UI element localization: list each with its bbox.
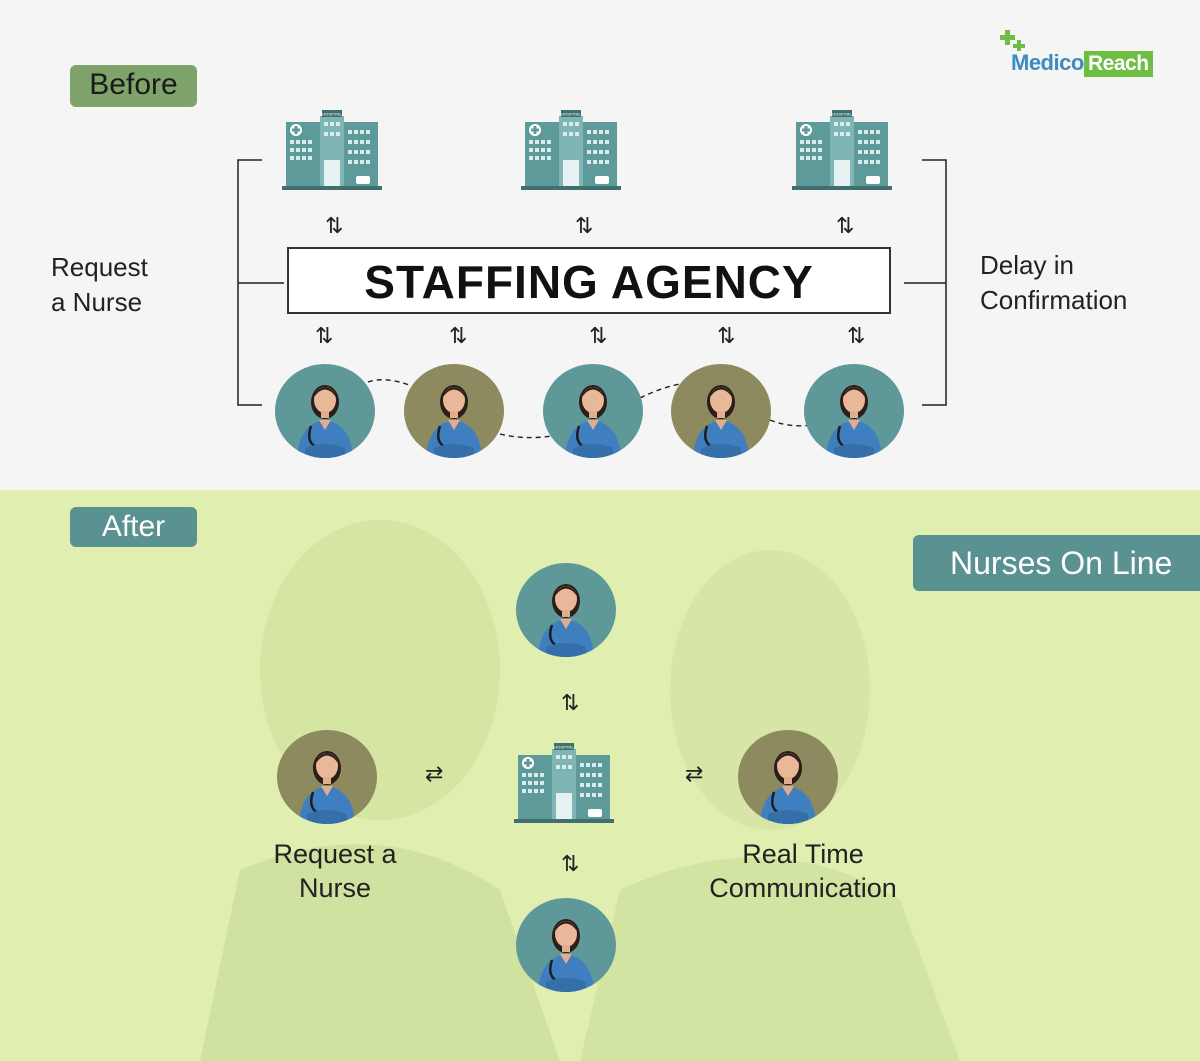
bidirectional-arrow-icon: ⇅ [575,213,594,238]
nurse-avatar [516,563,616,657]
bidirectional-arrow-icon: ⇅ [325,213,344,238]
nurse-avatar [516,898,616,992]
bidirectional-arrow-icon: ⇅ [561,851,580,876]
delay-confirmation-label: Delay in Confirmation [980,248,1127,318]
bidirectional-arrow-icon: ⇅ [561,690,580,715]
bidirectional-arrow-icon: ⇅ [847,323,866,348]
plus-cross-icon [1000,30,1025,51]
nurse-avatar [804,364,904,458]
before-tag: Before [70,65,197,107]
brand-logo: Medico Reach [1000,30,1170,90]
delay-label-line2: Confirmation [980,285,1128,315]
hospital-icon [792,110,892,190]
nurse-avatar [543,364,643,458]
after-tag: After [70,507,197,547]
bidirectional-arrow-icon: ⇅ [836,213,855,238]
nurses-online-tag: Nurses On Line [913,535,1200,591]
bidirectional-arrow-icon: ⇅ [449,323,468,348]
after-request-line1: Request a [273,839,397,869]
realtime-line1: Real Time [742,839,864,869]
background-photo [200,520,960,1061]
real-time-communication-label: Real Time Communication [692,837,914,905]
request-nurse-label-before: Request a Nurse [51,250,148,320]
delay-label-line1: Delay in [980,250,1074,280]
staffing-agency-box: STAFFING AGENCY [287,247,891,314]
hospital-icon [282,110,382,190]
bidirectional-arrow-horizontal-icon: ⇄ [685,761,704,786]
hospital-icon [521,110,621,190]
realtime-line2: Communication [709,873,897,903]
brand-name-part2: Reach [1084,51,1153,77]
brand-name-part1: Medico [1011,50,1084,75]
request-label-line2: a Nurse [51,287,143,317]
nurse-avatar [277,730,377,824]
hospital-icon [514,743,614,823]
nurse-avatar [671,364,771,458]
bidirectional-arrow-icon: ⇅ [589,323,608,348]
bidirectional-arrow-icon: ⇅ [717,323,736,348]
nurse-avatar [275,364,375,458]
request-label-line1: Request [51,252,148,282]
bidirectional-arrow-icon: ⇅ [315,323,334,348]
bidirectional-arrow-horizontal-icon: ⇄ [425,761,444,786]
bracket-lines [237,159,947,439]
request-nurse-label-after: Request a Nurse [240,837,430,905]
after-request-line2: Nurse [298,873,372,903]
nurse-avatar [404,364,504,458]
nurse-avatar [738,730,838,824]
